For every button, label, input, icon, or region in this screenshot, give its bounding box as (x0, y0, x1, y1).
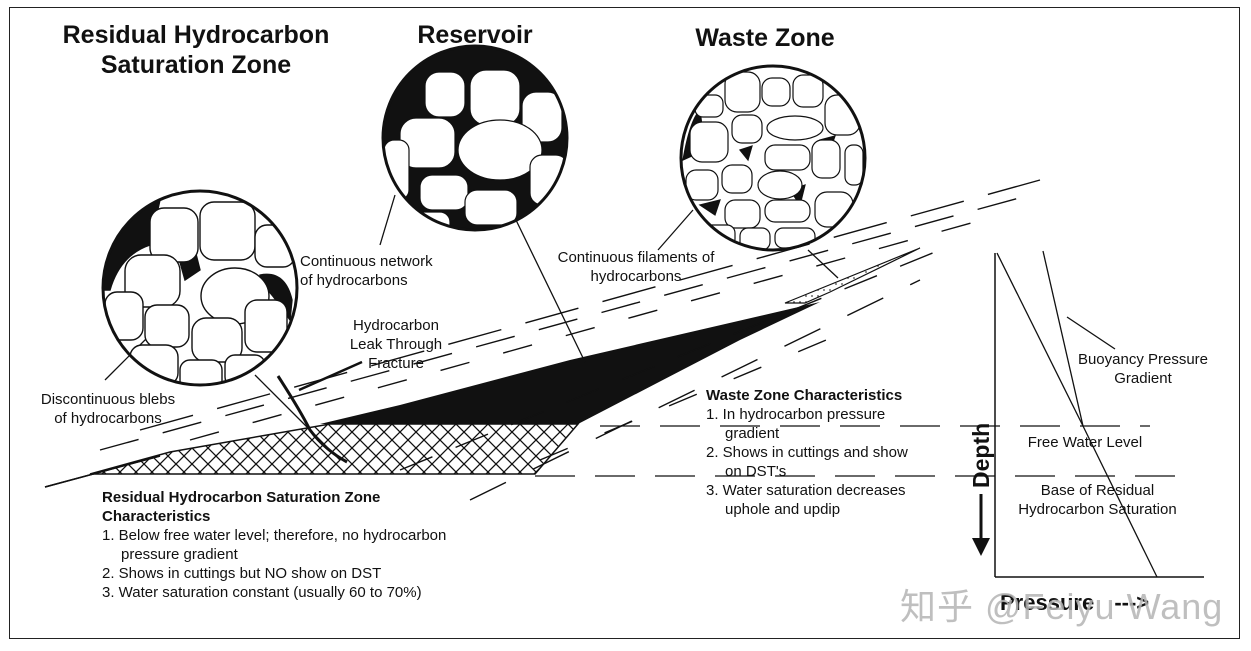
residual-item-2: 2. Shows in cuttings but NO show on DST (102, 565, 382, 582)
callout-line: Leak Through (349, 336, 443, 353)
label-line: Gradient (1114, 370, 1172, 387)
waste-item-3: 3. Water saturation decreases (706, 482, 906, 499)
callout-line: of hydrocarbons (300, 272, 408, 289)
residual-characteristics: Residual Hydrocarbon Saturation Zone Cha… (102, 488, 446, 602)
residual-item-3: 3. Water saturation constant (usually 60… (102, 584, 422, 601)
callout-line: Continuous filaments of (557, 249, 715, 266)
residual-zone-crosshatch (89, 423, 580, 475)
title-residual-zone: Residual Hydrocarbon Saturation Zone (48, 20, 344, 80)
callout-continuous-filaments: Continuous filaments of hydrocarbons (546, 248, 726, 286)
callout-line: of hydrocarbons (54, 410, 162, 427)
label-line: Hydrocarbon Saturation (1018, 501, 1177, 518)
pressure-axis-label: Pressure ---> (1000, 590, 1149, 616)
fracture-leader (298, 360, 363, 392)
label-free-water-level: Free Water Level (1027, 434, 1143, 451)
callout-continuous-network: Continuous network of hydrocarbons (300, 252, 460, 290)
callout-discontinuous-blebs: Discontinuous blebs of hydrocarbons (33, 390, 183, 428)
waste-item-3-cont: uphole and updip (725, 501, 841, 518)
buoyancy-leader (1066, 316, 1116, 350)
callout-line: Discontinuous blebs (40, 391, 176, 408)
waste-item-2: 2. Shows in cuttings and show (706, 444, 908, 461)
pressure-arrow-icon: ---> (1114, 590, 1150, 615)
callout-leak-fracture: Hydrocarbon Leak Through Fracture (336, 316, 456, 373)
residual-item-1: 1. Below free water level; therefore, no… (102, 527, 447, 544)
water-gradient-line (1082, 425, 1158, 578)
grain-circle-reservoir (381, 44, 569, 232)
depth-arrow-head-icon (972, 538, 990, 556)
waste-item-1-cont: gradient (725, 425, 780, 442)
buoyancy-gradient-line (1042, 250, 1084, 427)
title-reservoir: Reservoir (417, 21, 533, 49)
label-buoyancy-gradient: Buoyancy Pressure Gradient (1068, 350, 1218, 388)
waste-zone-stipple (784, 247, 921, 304)
label-base-residual: Base of Residual Hydrocarbon Saturation (1005, 481, 1190, 519)
label-line: Base of Residual (1040, 482, 1155, 499)
callout-line: Fracture (368, 355, 424, 372)
pressure-label-text: Pressure (1000, 590, 1095, 615)
grain-circle-waste (679, 64, 867, 252)
pressure-depth-plot (972, 250, 1204, 578)
waste-item-1: 1. In hydrocarbon pressure (706, 406, 886, 423)
title-residual-line-1: Residual Hydrocarbon (62, 21, 330, 49)
strata-cross-section (44, 179, 1185, 501)
leader-lines (104, 194, 839, 461)
base-line-extension (44, 455, 161, 488)
bedding-lines (99, 179, 1041, 501)
grain-circle-residual (101, 189, 299, 387)
waste-characteristics: Waste Zone Characteristics 1. In hydroca… (706, 386, 908, 519)
waste-characteristics-heading: Waste Zone Characteristics (706, 387, 903, 404)
residual-characteristics-heading: Residual Hydrocarbon Saturation Zone (102, 489, 381, 506)
figure-frame (9, 7, 1240, 639)
reservoir-hydrocarbon-wedge (320, 302, 820, 424)
label-line: Buoyancy Pressure (1077, 351, 1209, 368)
callout-line: hydrocarbons (590, 268, 682, 285)
title-residual-line-2: Saturation Zone (100, 51, 292, 79)
title-waste-zone: Waste Zone (695, 24, 835, 52)
depth-axis-label: Depth (968, 422, 994, 488)
waste-item-2-cont: on DST's (725, 463, 787, 480)
watermark: 知乎 @Feiyu Wang (900, 586, 1224, 627)
hydrostatic-gradient-line (996, 252, 1084, 427)
residual-item-1-cont: pressure gradient (121, 546, 238, 563)
residual-characteristics-heading-2: Characteristics (102, 508, 211, 525)
callout-line: Hydrocarbon (353, 317, 439, 334)
callout-line: Continuous network (300, 253, 433, 270)
